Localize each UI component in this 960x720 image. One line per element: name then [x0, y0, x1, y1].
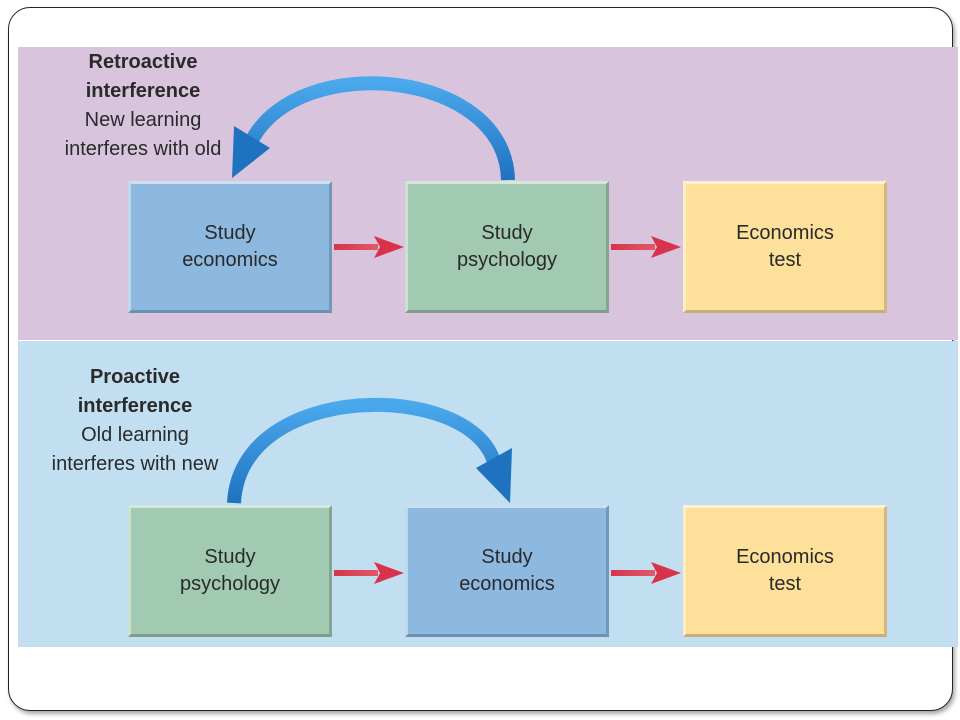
pro-box-study-economics: Study economics — [405, 505, 609, 637]
proactive-label: Proactive interference Old learning inte… — [40, 363, 230, 479]
box-line2: psychology — [179, 573, 281, 595]
retroactive-label: Retroactive interference New learning in… — [48, 48, 238, 164]
pro-curved-arrow-shaft — [227, 397, 501, 504]
pro-flow-arrow-1 — [334, 562, 404, 584]
retroactive-title-line1: Retroactive — [88, 51, 198, 73]
box-line2: economics — [459, 573, 555, 595]
box-line2: economics — [182, 249, 278, 271]
proactive-title-line1: Proactive — [89, 366, 181, 388]
proactive-desc-line1: Old learning — [81, 424, 189, 446]
pro-flow-arrow-2 — [611, 562, 681, 584]
retro-box-study-psychology: Study psychology — [405, 181, 609, 313]
retro-flow-arrow-1 — [334, 236, 404, 258]
retro-box-economics-test: Economics test — [683, 181, 887, 313]
retro-curved-arrowhead — [232, 126, 270, 178]
box-line1: Study — [204, 222, 256, 244]
retroactive-desc-line2: interferes with old — [64, 138, 222, 160]
proactive-title-line2: interference — [77, 395, 193, 417]
box-line1: Study — [204, 546, 256, 568]
retroactive-title-line2: interference — [85, 80, 201, 102]
retro-flow-arrow-2 — [611, 236, 681, 258]
proactive-desc-line2: interferes with new — [51, 453, 219, 475]
box-line1: Economics — [736, 222, 834, 244]
box-line1: Study — [481, 546, 533, 568]
box-line1: Economics — [736, 546, 834, 568]
pro-box-economics-test: Economics test — [683, 505, 887, 637]
box-line1: Study — [481, 222, 533, 244]
retro-curved-arrow-shaft — [245, 76, 515, 181]
box-line2: test — [768, 573, 802, 595]
pro-box-study-psychology: Study psychology — [128, 505, 332, 637]
retro-box-study-economics: Study economics — [128, 181, 332, 313]
box-line2: test — [768, 249, 802, 271]
pro-curved-arrowhead — [476, 448, 512, 503]
box-line2: psychology — [456, 249, 558, 271]
retroactive-desc-line1: New learning — [84, 109, 202, 131]
